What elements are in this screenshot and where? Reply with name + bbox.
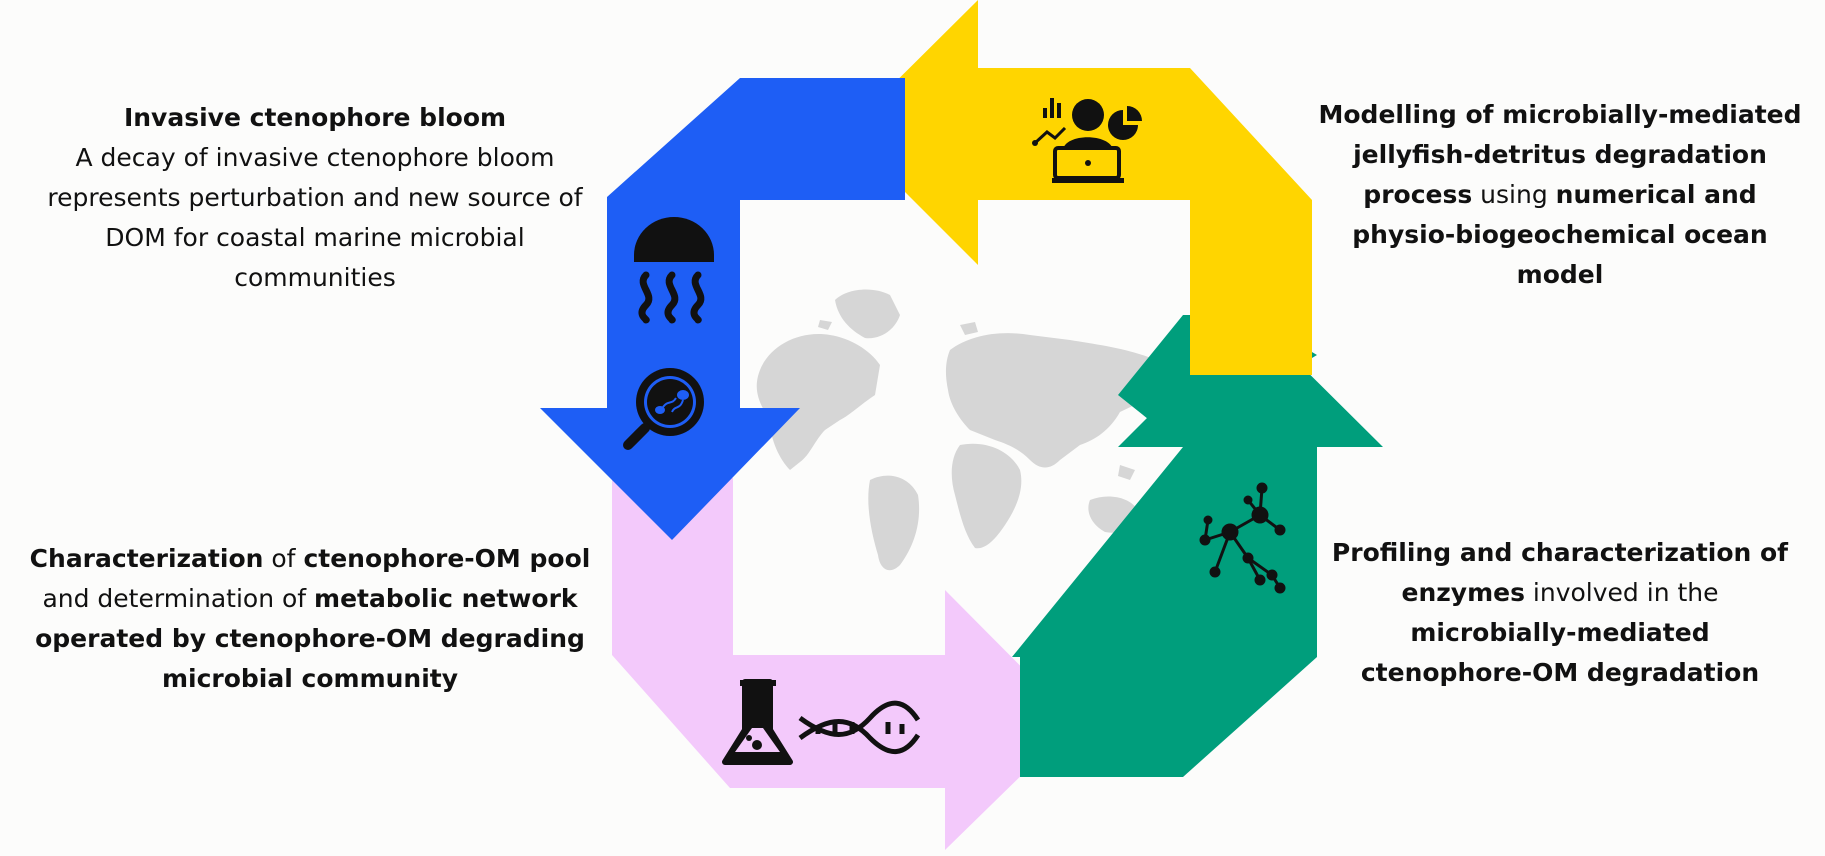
jellyfish-icon <box>634 217 714 324</box>
analyst-with-charts-icon <box>1032 98 1142 183</box>
caption-fragment: enzymes <box>1401 578 1525 607</box>
caption-line: A decay of invasive ctenophore bloom <box>75 143 555 172</box>
pink-arrow <box>612 478 1076 850</box>
caption-line: physio-biogeochemical ocean <box>1352 220 1768 249</box>
dna-icon <box>798 700 921 755</box>
caption-bottom-right: Profiling and characterization of enzyme… <box>1320 533 1800 693</box>
caption-fragment: process <box>1363 180 1473 209</box>
blue-arrow <box>540 78 905 540</box>
caption-line: microbially-mediated <box>1410 618 1710 647</box>
caption-top-left: Invasive ctenophore bloom A decay of inv… <box>10 98 620 298</box>
caption-line: communities <box>234 263 396 292</box>
caption-line: jellyfish-detritus degradation <box>1353 140 1767 169</box>
world-map-icon <box>756 289 1169 571</box>
caption-bottom-left: Characterization of ctenophore-OM pool a… <box>10 539 610 699</box>
caption-title: Invasive ctenophore bloom <box>123 103 507 132</box>
caption-line: DOM for coastal marine microbial <box>105 223 525 252</box>
caption-fragment: ctenophore-OM pool <box>303 544 591 573</box>
network-molecule-icon <box>1199 482 1286 594</box>
flask-icon <box>722 679 793 765</box>
caption-top-right: Modelling of microbially-mediated jellyf… <box>1300 95 1820 295</box>
caption-line: microbial community <box>161 664 459 693</box>
caption-fragment: Characterization <box>29 544 264 573</box>
caption-fragment: using <box>1472 180 1556 209</box>
caption-fragment: numerical and <box>1555 180 1757 209</box>
caption-line: Profiling and characterization of <box>1331 538 1789 567</box>
green-arrow-shaft <box>1020 315 1383 777</box>
caption-line: Modelling of microbially-mediated <box>1318 100 1802 129</box>
caption-line: operated by ctenophore-OM degrading <box>35 624 585 653</box>
caption-fragment: metabolic network <box>314 584 578 613</box>
caption-fragment: and determination of <box>42 584 315 613</box>
microscope-magnifier-icon <box>623 368 704 450</box>
caption-line: represents perturbation and new source o… <box>47 183 583 212</box>
caption-fragment: involved in the <box>1524 578 1719 607</box>
caption-line: model <box>1516 260 1604 289</box>
yellow-arrow <box>845 0 1312 375</box>
caption-line: ctenophore-OM degradation <box>1360 658 1760 687</box>
caption-fragment: of <box>263 544 304 573</box>
